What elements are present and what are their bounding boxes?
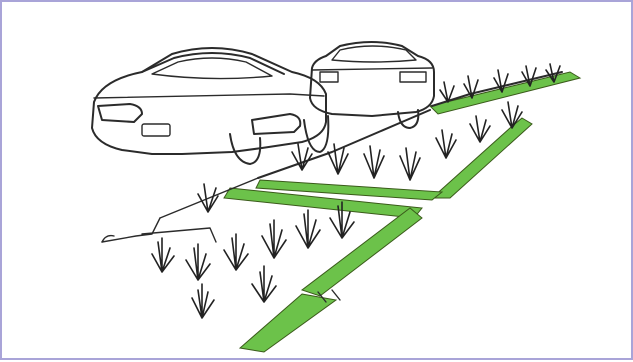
back-car [310, 42, 434, 128]
plant-tuft [192, 284, 214, 318]
plant-tuft [262, 220, 286, 258]
license-plate [142, 124, 170, 136]
plant-tuft [400, 148, 420, 180]
channel-front-near [240, 294, 336, 352]
channel-far-segment [430, 72, 580, 114]
front-car [92, 48, 328, 164]
plant-tuft [470, 116, 490, 142]
plant-tuft [252, 266, 276, 302]
channel-mid-segment [432, 118, 532, 198]
plant-tuft [186, 244, 210, 280]
plant-tuft [436, 130, 456, 158]
plant-tuft [224, 234, 248, 270]
plant-tuft [296, 210, 320, 248]
plant-tuft [364, 146, 384, 178]
channel-front-diagonal [302, 208, 422, 296]
plant-tuft [292, 144, 312, 170]
plant-tuft [152, 238, 174, 272]
